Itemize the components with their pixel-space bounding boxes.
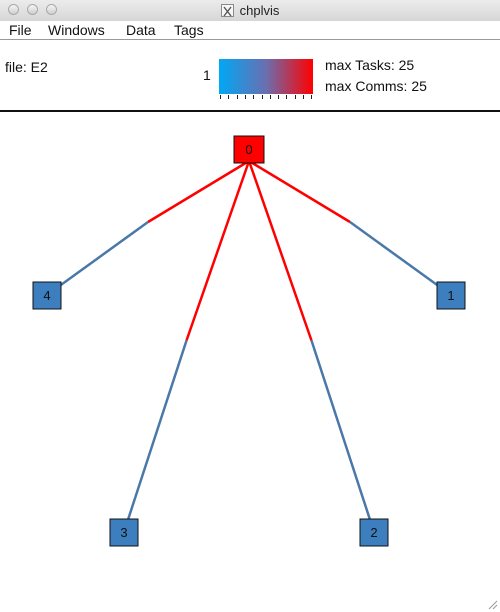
node-label-2: 2 <box>370 525 377 540</box>
header-separator <box>0 110 500 112</box>
node-box-0[interactable] <box>233 135 265 164</box>
node-3[interactable]: 3 <box>109 518 139 547</box>
menu-windows[interactable]: Windows <box>48 22 105 38</box>
resize-grip-icon[interactable] <box>486 598 498 610</box>
menu-data[interactable]: Data <box>126 22 156 38</box>
title-bar: chplvis <box>0 0 500 22</box>
node-label-3: 3 <box>120 525 127 540</box>
node-1[interactable]: 1 <box>436 281 466 310</box>
edge-0-3-cold-half[interactable] <box>122 340 188 533</box>
edge-0-4-cold-half[interactable] <box>46 220 149 297</box>
node-4[interactable]: 4 <box>32 281 62 310</box>
max-comms-label: max Comms: 25 <box>325 78 427 94</box>
menu-file[interactable]: File <box>9 22 32 38</box>
node-box-2[interactable] <box>359 518 389 547</box>
edge-0-4-hot-half[interactable] <box>147 159 250 224</box>
zoom-window-button[interactable] <box>46 4 57 15</box>
edge-0-1-cold-half[interactable] <box>349 220 452 297</box>
edge-0-2-cold-half[interactable] <box>310 340 376 533</box>
node-label-4: 4 <box>43 288 50 303</box>
color-legend-bar <box>219 59 313 94</box>
edge-0-2-hot-half[interactable] <box>247 160 313 341</box>
node-2[interactable]: 2 <box>359 518 389 547</box>
close-window-button[interactable] <box>8 4 19 15</box>
node-box-3[interactable] <box>109 518 139 547</box>
communication-graph[interactable]: 0 1 2 3 4 <box>0 112 500 612</box>
node-label-1: 1 <box>447 288 454 303</box>
node-box-1[interactable] <box>436 281 466 310</box>
menu-tags[interactable]: Tags <box>174 22 204 38</box>
minimize-window-button[interactable] <box>27 4 38 15</box>
x11-icon <box>220 4 234 17</box>
menu-bar: File Windows Data Tags <box>0 21 500 40</box>
legend-min-label: 1 <box>203 67 211 83</box>
max-tasks-label: max Tasks: 25 <box>325 57 415 73</box>
file-label: file: E2 <box>5 59 48 75</box>
edge-0-3-hot-half[interactable] <box>185 160 251 341</box>
legend-ticks <box>219 95 313 100</box>
node-0[interactable]: 0 <box>233 135 265 164</box>
node-box-4[interactable] <box>32 281 62 310</box>
edge-0-1-hot-half[interactable] <box>248 159 351 224</box>
info-header: file: E2 1 max Tasks: 25 max Comms: 25 <box>0 40 500 111</box>
node-label-0: 0 <box>245 142 252 157</box>
window-title-text: chplvis <box>239 3 280 18</box>
window-title: chplvis <box>0 3 500 18</box>
